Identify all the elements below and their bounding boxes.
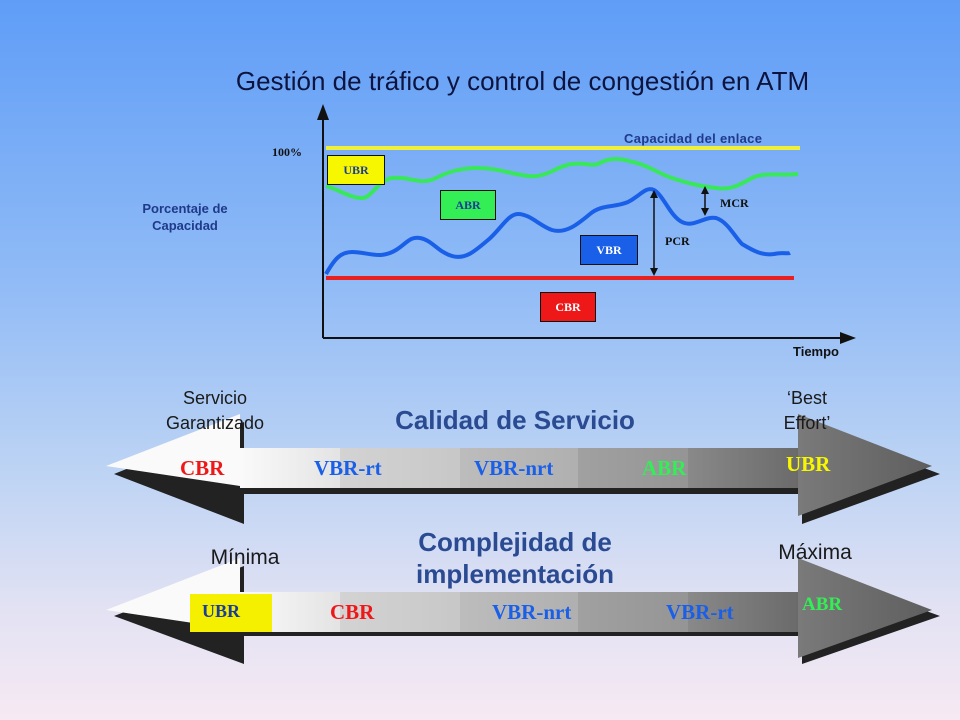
maximum-label: Máxima — [778, 541, 852, 564]
qos-segment-cbr: CBR — [180, 456, 225, 480]
complexity-segment-abr: ABR — [802, 594, 843, 615]
vbr-marker: VBR — [580, 235, 638, 265]
x-axis-arrow — [840, 332, 856, 344]
qos-title: Calidad de Servicio — [395, 405, 635, 435]
complexity-segment-ubr: UBR — [202, 601, 241, 621]
qos-segment-vbr-rt: VBR-rt — [314, 456, 382, 480]
mcr-label: MCR — [720, 196, 749, 210]
complexity-title: Complejidad de implementación — [416, 527, 614, 589]
link-capacity-label: Capacidad del enlace — [624, 131, 763, 146]
complexity-segment-vbr-rt: VBR-rt — [666, 600, 734, 624]
ubr-abr-curve — [325, 156, 799, 200]
qos-segment-ubr: UBR — [786, 452, 831, 476]
y-axis-label: Porcentaje de Capacidad — [142, 201, 228, 233]
page-title: Gestión de tráfico y control de congesti… — [235, 66, 810, 96]
qos-arrow — [106, 414, 940, 524]
complexity-arrow — [106, 558, 940, 664]
best-effort-label: ‘Best Effort’ — [783, 388, 831, 433]
qos-segment-vbr-nrt: VBR-nrt — [474, 456, 554, 480]
ubr-marker: UBR — [327, 155, 385, 185]
qos-segment-abr: ABR — [642, 456, 687, 480]
complexity-segment-vbr-nrt: VBR-nrt — [492, 600, 572, 624]
vbr-curve — [324, 187, 791, 275]
y-axis-arrow — [317, 104, 329, 120]
abr-marker: ABR — [440, 190, 496, 220]
y-100-label: 100% — [272, 145, 302, 159]
complexity-segment-cbr: CBR — [330, 600, 375, 624]
x-axis-label: Tiempo — [793, 344, 839, 359]
cbr-marker: CBR — [540, 292, 596, 322]
minimum-label: Mínima — [210, 546, 280, 569]
guaranteed-service-label: Servicio Garantizado — [165, 388, 265, 433]
pcr-label: PCR — [665, 234, 690, 248]
